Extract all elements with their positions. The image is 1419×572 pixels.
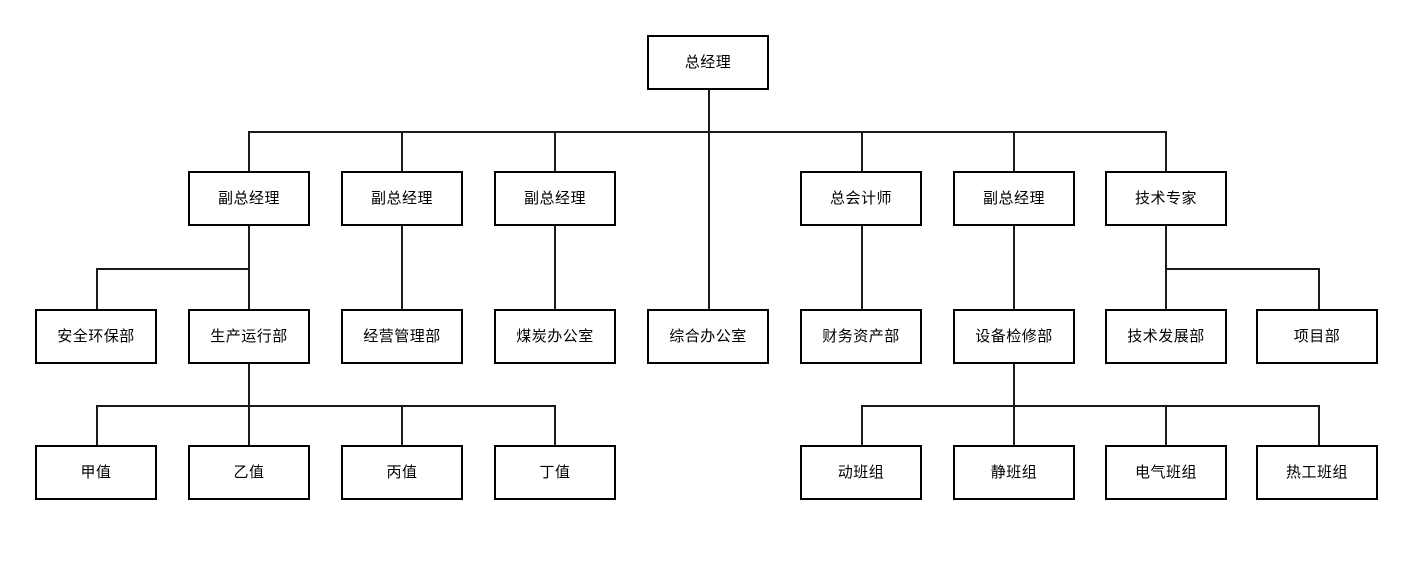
org-node-label: 静班组 (990, 463, 1038, 481)
org-node-n9[interactable]: 经营管理部 (341, 309, 463, 364)
org-node-n4[interactable]: 总会计师 (800, 171, 922, 226)
org-node-n19[interactable]: 丁值 (494, 445, 616, 500)
org-node-n11[interactable]: 综合办公室 (647, 309, 769, 364)
connector-bus-level1 (248, 131, 1166, 133)
org-node-label: 设备检修部 (975, 327, 1053, 345)
org-node-label: 副总经理 (217, 189, 280, 207)
org-node-label: 副总经理 (370, 189, 433, 207)
connector-drop-vp4 (1013, 131, 1015, 171)
connector-stem-accountant-down (861, 226, 863, 309)
org-node-n14[interactable]: 技术发展部 (1105, 309, 1227, 364)
org-node-n2[interactable]: 副总经理 (341, 171, 463, 226)
connector-drop-shift-a (96, 405, 98, 446)
org-node-label: 副总经理 (523, 189, 586, 207)
connector-drop-vp1 (248, 131, 250, 171)
org-node-label: 财务资产部 (822, 327, 900, 345)
org-node-label: 煤炭办公室 (516, 327, 594, 345)
org-node-label: 甲值 (80, 463, 112, 481)
org-node-n22[interactable]: 电气班组 (1105, 445, 1227, 500)
org-node-label: 热工班组 (1285, 463, 1348, 481)
org-node-n20[interactable]: 动班组 (800, 445, 922, 500)
connector-drop-vp3 (554, 131, 556, 171)
org-node-label: 乙值 (233, 463, 265, 481)
org-node-n7[interactable]: 安全环保部 (35, 309, 157, 364)
connector-stem-tech-expert-down (1165, 226, 1167, 309)
org-node-label: 经营管理部 (363, 327, 441, 345)
org-node-n5[interactable]: 副总经理 (953, 171, 1075, 226)
org-node-label: 总经理 (684, 53, 732, 71)
org-node-label: 生产运行部 (210, 327, 288, 345)
connector-bus-tech-expert (1165, 268, 1319, 270)
org-node-n12[interactable]: 财务资产部 (800, 309, 922, 364)
org-node-label: 综合办公室 (669, 327, 747, 345)
org-node-n10[interactable]: 煤炭办公室 (494, 309, 616, 364)
connector-trunk-root-down (708, 90, 710, 309)
connector-drop-team-dynamic (861, 405, 863, 446)
connector-stem-vp3-down (554, 226, 556, 309)
connector-drop-vp2 (401, 131, 403, 171)
connector-stem-vp2-down (401, 226, 403, 309)
connector-drop-team-thermal (1318, 405, 1320, 446)
org-node-label: 安全环保部 (57, 327, 135, 345)
org-node-n1[interactable]: 副总经理 (188, 171, 310, 226)
connector-drop-tech-expert (1165, 131, 1167, 171)
org-node-n21[interactable]: 静班组 (953, 445, 1075, 500)
connector-drop-shift-c (401, 405, 403, 446)
connector-drop-team-electrical (1165, 405, 1167, 446)
connector-stem-vp1-down (248, 226, 250, 309)
org-node-label: 丁值 (539, 463, 571, 481)
org-node-n8[interactable]: 生产运行部 (188, 309, 310, 364)
org-node-n18[interactable]: 丙值 (341, 445, 463, 500)
org-node-label: 动班组 (837, 463, 885, 481)
org-node-n15[interactable]: 项目部 (1256, 309, 1378, 364)
org-node-label: 技术专家 (1134, 189, 1197, 207)
org-node-n23[interactable]: 热工班组 (1256, 445, 1378, 500)
org-node-label: 丙值 (386, 463, 418, 481)
org-node-n16[interactable]: 甲值 (35, 445, 157, 500)
org-node-n6[interactable]: 技术专家 (1105, 171, 1227, 226)
connector-stem-vp4-down (1013, 226, 1015, 309)
org-node-label: 项目部 (1293, 327, 1341, 345)
org-node-label: 总会计师 (829, 189, 892, 207)
connector-bus-vp1 (96, 268, 249, 270)
org-node-label: 电气班组 (1134, 463, 1197, 481)
connector-drop-chief-accountant (861, 131, 863, 171)
connector-bus-maintenance (861, 405, 1319, 407)
org-node-label: 副总经理 (982, 189, 1045, 207)
connector-bus-production (96, 405, 555, 407)
connector-drop-safety-dept (96, 268, 98, 310)
org-node-n13[interactable]: 设备检修部 (953, 309, 1075, 364)
org-node-label: 技术发展部 (1127, 327, 1205, 345)
connector-drop-project-dept (1318, 268, 1320, 310)
org-node-n3[interactable]: 副总经理 (494, 171, 616, 226)
org-node-n17[interactable]: 乙值 (188, 445, 310, 500)
org-node-n0[interactable]: 总经理 (647, 35, 769, 90)
connector-drop-shift-d (554, 405, 556, 446)
